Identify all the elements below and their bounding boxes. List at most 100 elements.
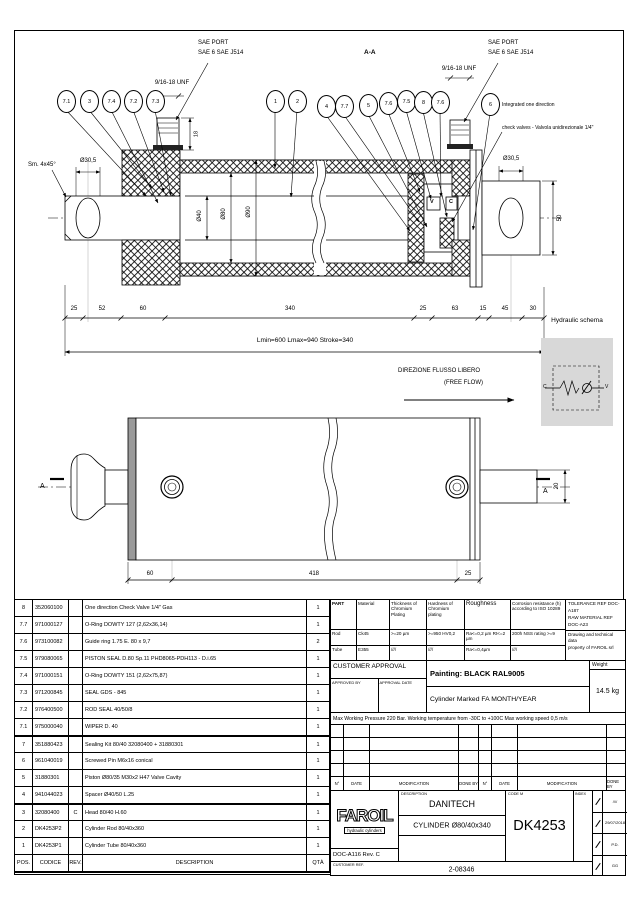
bom-rev-cell	[69, 617, 83, 634]
mod-header-cell: N°	[479, 777, 492, 791]
bom-rev-cell	[69, 838, 83, 855]
sheet-border-frame	[14, 30, 624, 875]
weight-value: 14.5 kg	[596, 687, 619, 695]
sae-port-left-note: SAE PORT	[198, 40, 229, 46]
bom-rev-cell	[69, 719, 83, 736]
bom-header-row: POS. CODICE REV. DESCRIPTION QTÀ	[15, 855, 329, 872]
bom-code-cell: DK4253P1	[33, 838, 69, 855]
signature-column: //// 29/07/2018 P.D. GG	[593, 791, 627, 876]
bom-rev-cell: C	[69, 804, 83, 821]
bom-row: 3 32080400 C Head 80/40 H.60 1	[15, 804, 329, 821]
bom-code-cell: 971000127	[33, 617, 69, 634]
mod-header-cell: N°	[331, 777, 344, 791]
bom-rev-cell	[69, 753, 83, 770]
signature-icon	[593, 791, 603, 812]
customer-approval-label: CUSTOMER APPROVAL	[333, 663, 407, 670]
bom-qty-cell: 1	[307, 787, 329, 804]
dimension-label: 30	[529, 306, 537, 312]
bom-row: 1 DK4253P1 Cylinder Tube 80/40x360 1	[15, 838, 329, 855]
doc-reference: DOC-A116 Rev. C	[331, 848, 399, 861]
signature-value: GG	[611, 863, 619, 869]
bom-header-qty: QTÀ	[307, 855, 329, 872]
dimension-label: 20	[554, 482, 560, 490]
part-balloon: 7.4	[102, 90, 121, 113]
part-balloon: 7.2	[124, 90, 143, 113]
bom-qty-cell: 1	[307, 753, 329, 770]
mat-rod-hardness: >=950 HV0,2	[427, 630, 465, 646]
bom-row: 7.5 979080065 PISTON SEAL D.80 Sp.11 PHD…	[15, 651, 329, 668]
working-conditions-note: Max Working Pressure 220 Bar. Working te…	[330, 712, 626, 725]
section-cut-label: A	[543, 488, 548, 495]
bom-desc-cell: PISTON SEAL D.80 Sp.11 PHD8065-PDH113 - …	[83, 651, 307, 668]
bom-pos-cell: 4	[15, 787, 33, 804]
hydraulic-schema-label: Hydraulic schema	[551, 317, 603, 324]
mod-header-cell: MODIFICATION	[370, 777, 459, 791]
customer-ref-value: 2-08346	[448, 866, 475, 874]
code-label: CODE M	[508, 792, 524, 796]
bom-pos-cell: 5	[15, 770, 33, 787]
bom-rev-cell	[69, 600, 83, 617]
sae-port-right-note: SAE PORT	[488, 40, 519, 46]
bom-header-rev: REV.	[69, 855, 83, 872]
weight-label: Weight	[590, 661, 625, 670]
signature-cell: ////	[593, 791, 627, 813]
signature-cell: 29/07/2018	[593, 812, 627, 834]
bom-rev-cell	[69, 702, 83, 719]
signature-value: ////	[612, 798, 618, 804]
tolerance-note-line: TOLERANCE REF DOC-A187	[568, 601, 620, 613]
bom-row: 6 961040019 Screwed Pin M6x16 conical 1	[15, 753, 329, 770]
schema-port-label: V	[605, 384, 609, 390]
bom-desc-cell: Spacer Ø40/50 L.25	[83, 787, 307, 804]
bom-pos-cell: 7	[15, 736, 33, 753]
bom-row: 7.7 971000127 O-Ring DOWTY 127 (2,62x36,…	[15, 617, 329, 634]
bom-pos-cell: 1	[15, 838, 33, 855]
bom-pos-cell: 7.3	[15, 685, 33, 702]
dimension-label: 340	[284, 306, 296, 312]
mod-header-cell: DONE BY	[607, 777, 625, 791]
bom-desc-cell: Cylinder Rod 80/40x360	[83, 821, 307, 838]
mat-tube-thickness: ////	[390, 646, 427, 662]
title-block: FAROIL hydraulic cylinders DOC-A116 Rev.…	[330, 791, 627, 876]
signature-value: P.D.	[611, 841, 619, 847]
check-valve-note: Integrated one direction	[502, 102, 555, 108]
signature-cell: P.D.	[593, 834, 627, 856]
bom-header-desc: DESCRIPTION	[83, 855, 307, 872]
mat-rod-thickness: >=20 µm	[390, 630, 427, 646]
bom-desc-cell: Screwed Pin M6x16 conical	[83, 753, 307, 770]
marking-spec: Cylinder Marked FA MONTH/YEAR	[430, 696, 537, 703]
modification-empty-row	[331, 764, 625, 777]
bom-rev-cell	[69, 787, 83, 804]
part-balloon: 7.1	[57, 90, 76, 113]
signature-icon	[593, 834, 603, 855]
bom-row: 7.4 971000151 O-Ring DOWTY 151 (2,62x75,…	[15, 668, 329, 685]
flow-direction-note: (FREE FLOW)	[444, 380, 483, 386]
mat-tube-material: E355	[357, 646, 390, 662]
sae-port-right-note: SAE 6 SAE J514	[488, 50, 534, 56]
thread-spec-label: 9/16-18 UNF	[441, 66, 477, 72]
signature-value: 29/07/2018	[604, 820, 626, 826]
property-note-line: Drawing and technical data	[568, 631, 614, 644]
mat-tube-corrosion: ////	[511, 646, 566, 662]
bom-qty-cell: 1	[307, 685, 329, 702]
index-column: INDEX	[574, 791, 593, 861]
part-balloon: 7.3	[146, 90, 165, 113]
dimension-label: 15	[479, 306, 487, 312]
bom-header-code: CODICE	[33, 855, 69, 872]
company-logo: FAROIL hydraulic cylinders	[331, 791, 399, 848]
bom-desc-cell: Guide ring 1.75 E. 80 x 9,7	[83, 634, 307, 651]
bom-code-cell: 351880423	[33, 736, 69, 753]
bom-qty-cell: 1	[307, 702, 329, 719]
bom-pos-cell: 7.5	[15, 651, 33, 668]
bom-code-cell: 961040019	[33, 753, 69, 770]
dimension-label: 25	[70, 306, 78, 312]
index-label: INDEX	[575, 792, 586, 796]
customer-ref-label: CUSTOMER REF.	[333, 863, 364, 867]
bom-desc-cell: One direction Check Valve 1/4" Gas	[83, 600, 307, 617]
material-spec-table: PART Material Thickness of Chromium Plat…	[330, 599, 626, 662]
mat-header-part: PART	[331, 600, 357, 630]
bom-qty-cell: 1	[307, 617, 329, 634]
bom-desc-cell: Head 80/40 H.60	[83, 804, 307, 821]
bom-qty-cell: 1	[307, 651, 329, 668]
signature-icon	[593, 855, 603, 876]
